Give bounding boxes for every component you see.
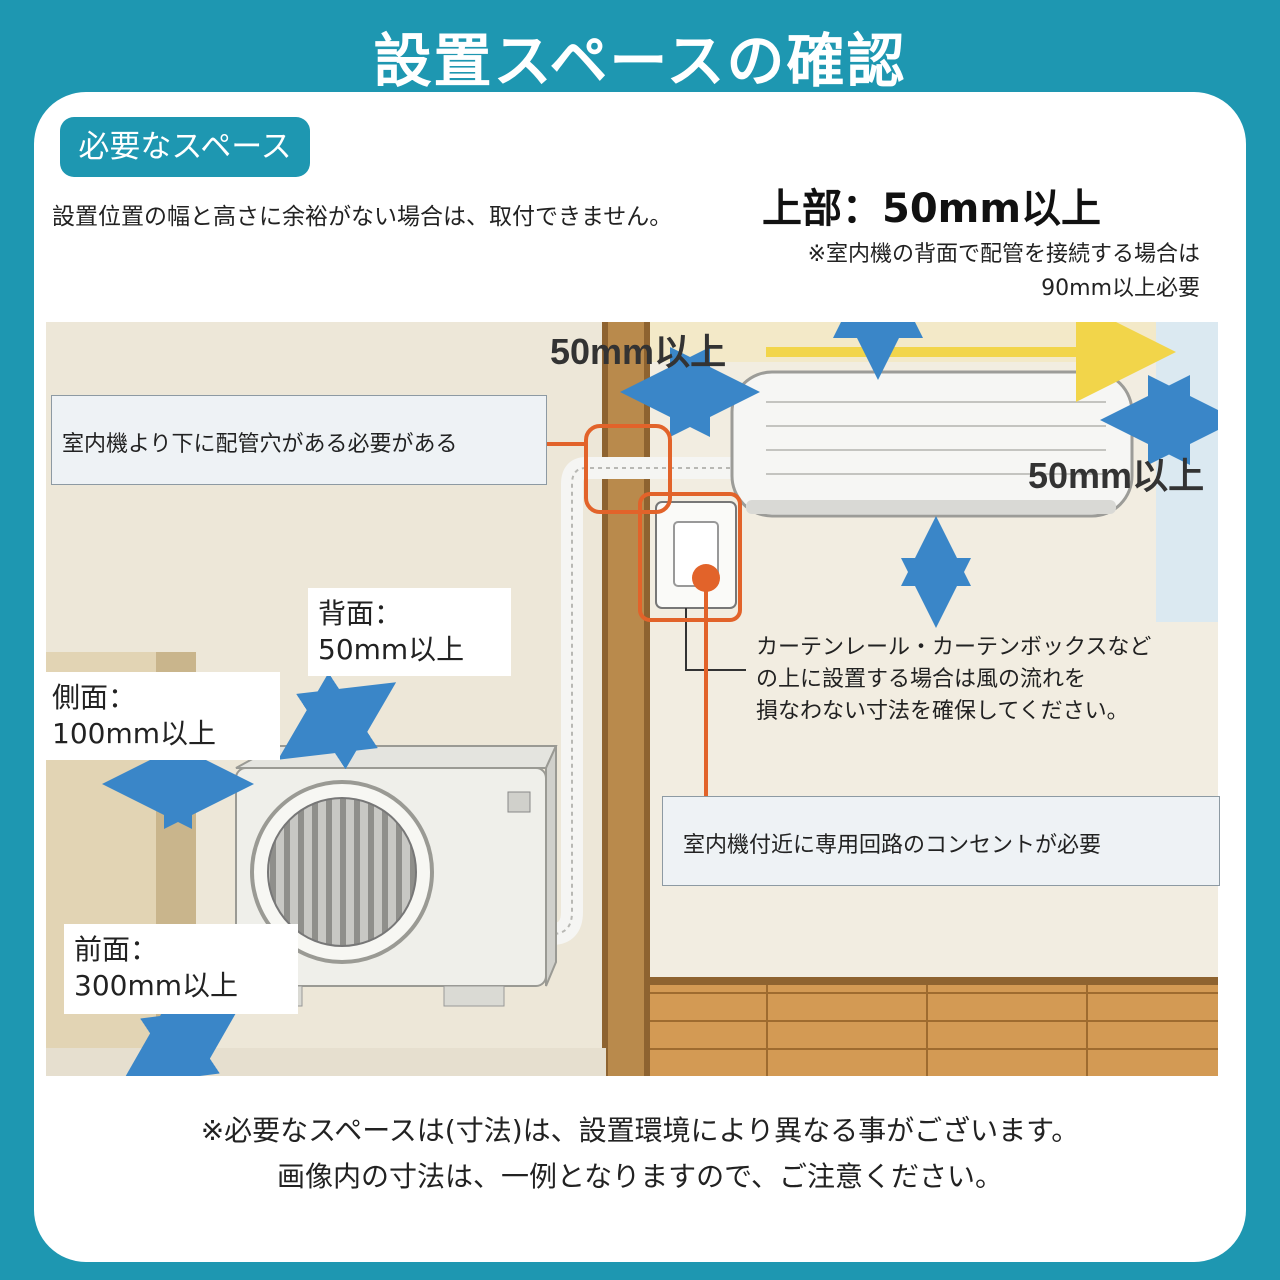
top-clearance-heading: 上部：50mm以上 <box>762 186 1102 232</box>
indoor-left-label: 50mm以上 <box>550 331 726 372</box>
wood-pillar <box>606 322 648 1076</box>
page-title: 設置スペースの確認 <box>373 27 907 95</box>
curtain-note-line-3: 損なわない寸法を確保してください。 <box>756 699 1129 724</box>
footer-line-1: ※必要なスペースは(寸法)は、設置環境により異なる事がございます。 <box>200 1114 1080 1147</box>
curtain-note-line-1: カーテンレール・カーテンボックスなど <box>756 635 1152 660</box>
pipe-hole-callout: 室内機より下に配管穴がある必要がある <box>51 395 547 485</box>
outdoor-back-arrow <box>277 672 397 770</box>
curtain-note: カーテンレール・カーテンボックスなど の上に設置する場合は風の流れを 損なわない… <box>756 632 1151 728</box>
indoor-right-label: 50mm以上 <box>1028 455 1204 496</box>
outdoor-front-label: 前面： 300mm以上 <box>64 924 298 1014</box>
top-note-line-1: ※室内機の背面で配管を接続する場合は <box>807 242 1200 267</box>
footer-note: ※必要なスペースは(寸法)は、設置環境により異なる事がございます。 画像内の寸法… <box>0 1108 1280 1200</box>
pipe <box>536 457 746 945</box>
top-note: ※室内機の背面で配管を接続する場合は 90mm以上必要 <box>808 238 1200 306</box>
outdoor-front-arrow <box>120 998 240 1076</box>
outdoor-back-label-title: 背面： <box>318 597 403 630</box>
outlet-highlight <box>638 492 742 622</box>
pipe-hole-callout-text: 室内機より下に配管穴がある必要がある <box>62 432 458 457</box>
footer-line-2: 画像内の寸法は、一例となりますので、ご注意ください。 <box>276 1160 1004 1193</box>
section-label: 必要なスペース <box>60 117 310 177</box>
outdoor-front-label-title: 前面： <box>74 933 159 966</box>
intro-text: 設置位置の幅と高さに余裕がない場合は、取付できません。 <box>52 204 673 230</box>
outlet-callout: 室内機付近に専用回路のコンセントが必要 <box>662 796 1220 886</box>
outdoor-unit <box>235 745 558 1007</box>
curtain-note-line-2: の上に設置する場合は風の流れを <box>756 667 1087 692</box>
outlet-callout-text: 室内機付近に専用回路のコンセントが必要 <box>683 833 1102 858</box>
outdoor-side-label: 側面： 100mm以上 <box>42 672 280 760</box>
outdoor-side-label-value: 100mm以上 <box>52 717 216 750</box>
outdoor-back-label: 背面： 50mm以上 <box>308 588 511 676</box>
pipe-hole-highlight <box>584 424 672 514</box>
outdoor-side-label-title: 側面： <box>52 681 137 714</box>
outdoor-back-label-value: 50mm以上 <box>318 633 465 666</box>
top-note-line-2: 90mm以上必要 <box>1041 276 1200 301</box>
outdoor-front-label-value: 300mm以上 <box>74 969 238 1002</box>
indoor-floor <box>650 982 1218 1076</box>
